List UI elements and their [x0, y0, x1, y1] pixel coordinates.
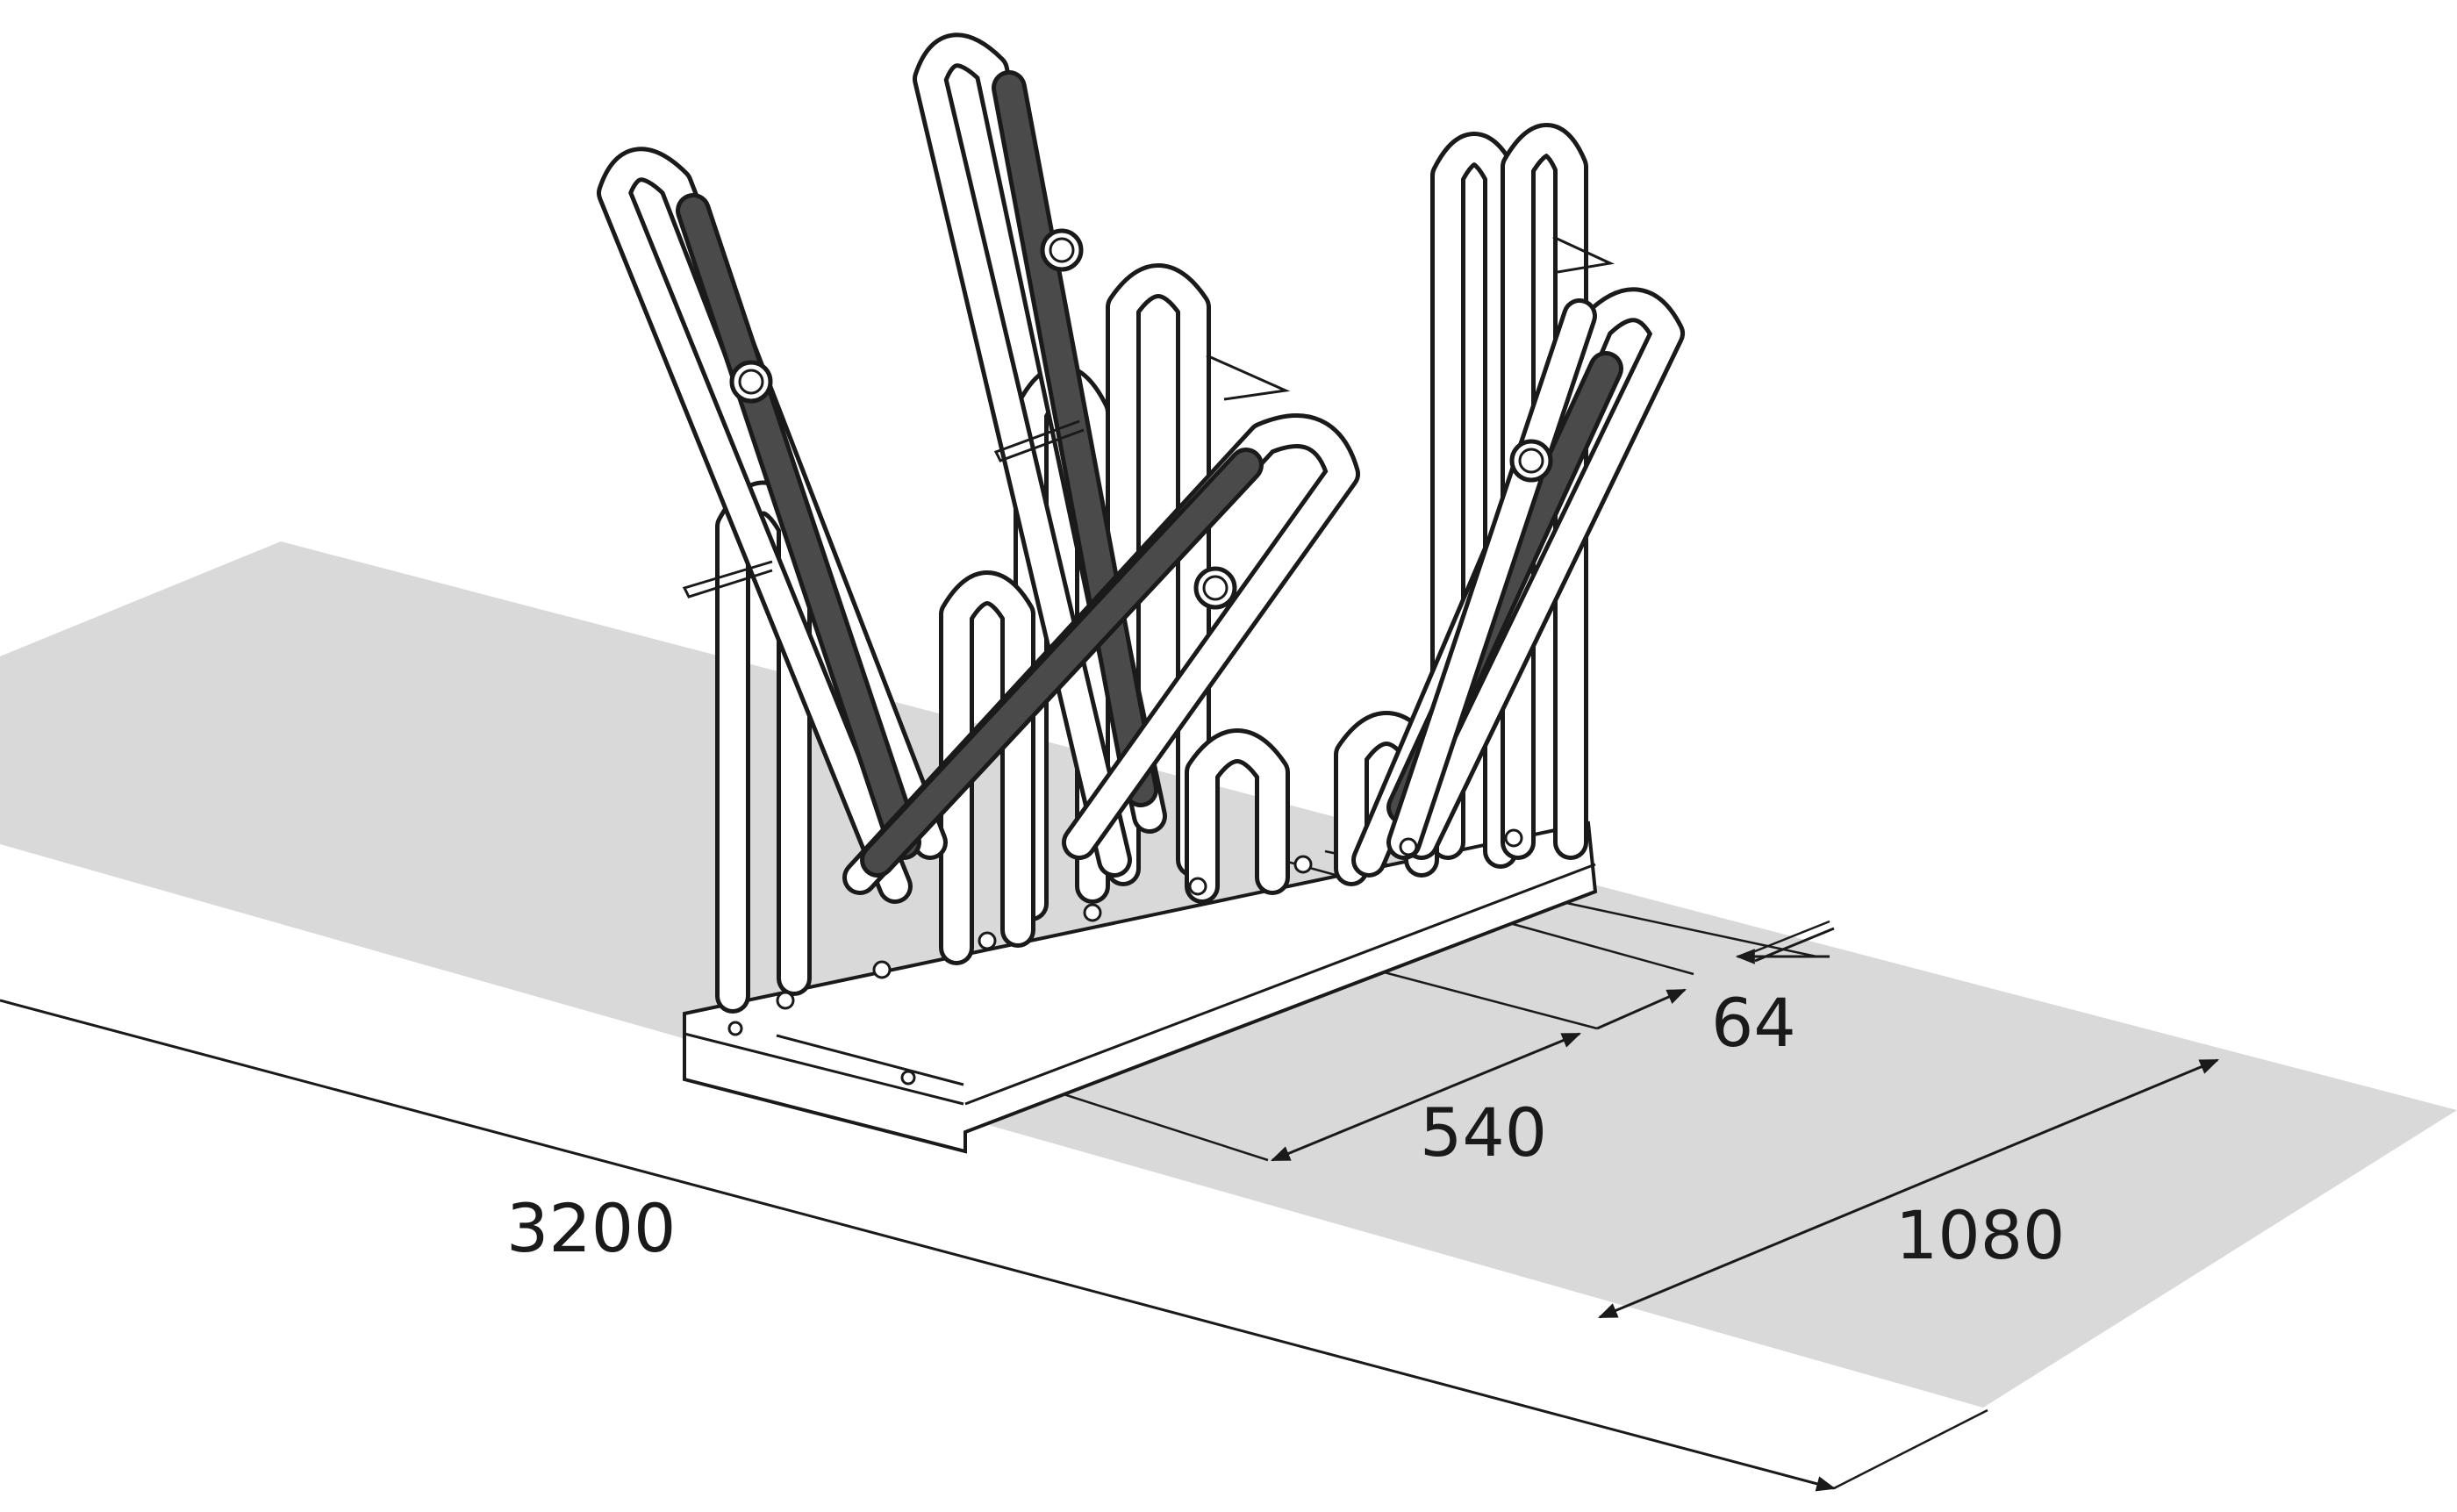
side-hooks — [682, 235, 1615, 598]
dimension-label-540: 540 — [1420, 1093, 1547, 1172]
dimension-1080: 1080 — [1597, 1058, 2220, 1319]
base-bolts — [776, 828, 1523, 1010]
lifting-arms — [597, 32, 1685, 904]
dimension-label-3200: 3200 — [506, 1189, 676, 1267]
rear-holders — [1014, 123, 1588, 921]
dimension-label-1080: 1080 — [1895, 1196, 2065, 1274]
lock-rings — [729, 228, 1553, 610]
dimension-3200: 3200 — [0, 999, 1988, 1492]
dimension-label-64: 64 — [1711, 984, 1796, 1062]
